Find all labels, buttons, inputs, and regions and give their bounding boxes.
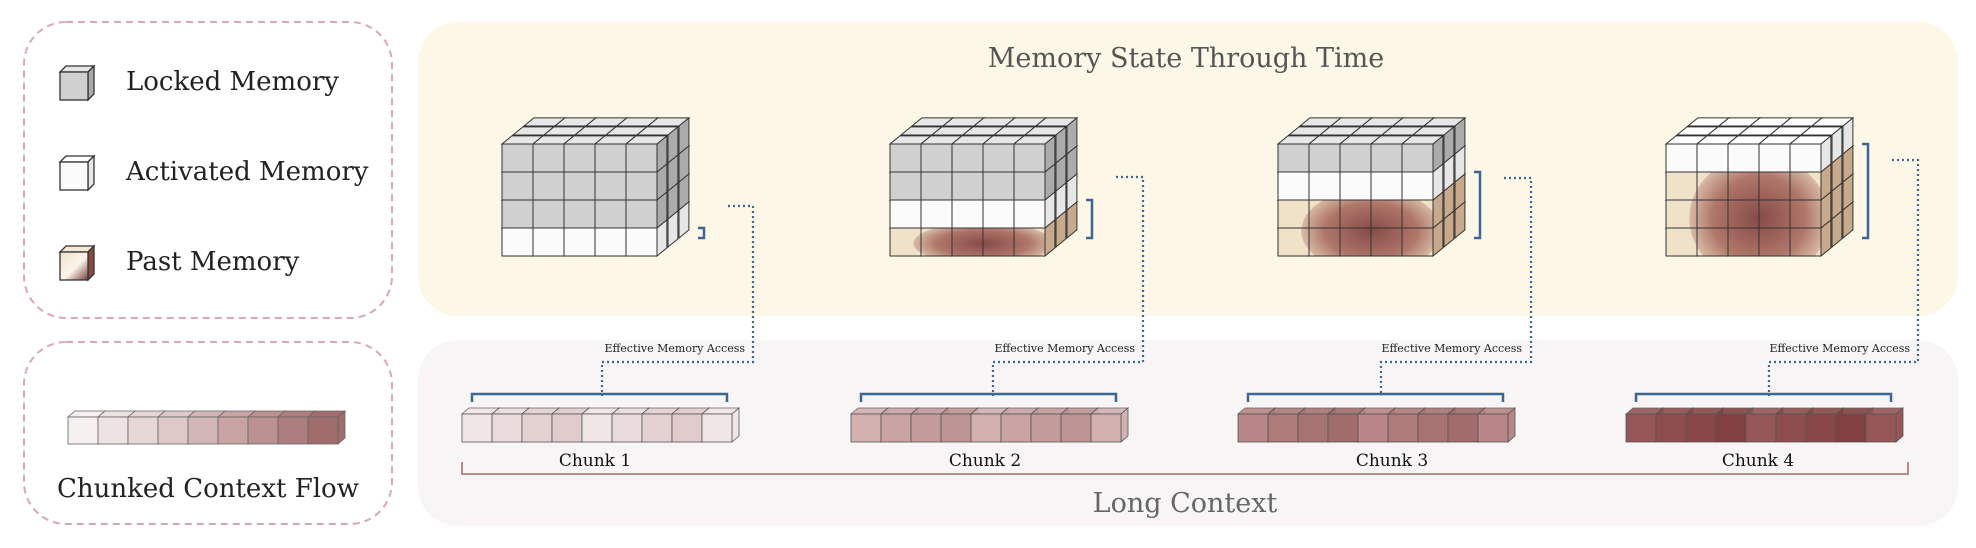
memory-cell: [1788, 134, 1833, 174]
chunk-label-3: Chunk 3: [1356, 451, 1428, 471]
active-span-bracket: [698, 226, 706, 240]
long-context-panel: [418, 340, 1958, 526]
access-label-2: Effective Memory Access: [994, 342, 1135, 355]
context-chunk-2: [849, 392, 1130, 443]
memory-stack-2: [888, 116, 1094, 258]
long-context-title: Long Context: [1093, 488, 1278, 519]
chunk-label-2: Chunk 2: [949, 451, 1021, 471]
memory-stack-1: [500, 116, 706, 258]
memory-cell: [624, 134, 669, 174]
chunk-token: [700, 407, 741, 443]
past-memory-region: [1666, 172, 1821, 256]
memory-stack-3: [1276, 116, 1482, 258]
chunk-label-4: Chunk 4: [1722, 451, 1794, 471]
chunk-bracket: [1634, 392, 1893, 402]
activated-cube-icon: [58, 154, 96, 192]
memory-panel-title: Memory State Through Time: [988, 43, 1385, 74]
context-chunk-1: [460, 392, 741, 443]
memory-stack-4: [1664, 116, 1870, 258]
memory-access-link-2: [991, 175, 1145, 396]
memory-state-panel: [418, 22, 1958, 316]
chunk-token: [1476, 407, 1517, 443]
chunk-label-1: Chunk 1: [559, 451, 631, 471]
past-memory-region: [1278, 200, 1433, 256]
access-label-4: Effective Memory Access: [1769, 342, 1910, 355]
chunk-token: [849, 407, 890, 443]
memory-access-link-1: [600, 204, 755, 396]
active-span-bracket: [1086, 198, 1094, 240]
past-memory-region: [890, 228, 1045, 256]
flow-legend-label: Chunked Context Flow: [57, 474, 359, 504]
chunk-token: [1089, 407, 1130, 443]
legend-label-activated: Activated Memory: [125, 157, 369, 187]
memory-access-link-3: [1379, 176, 1533, 396]
chunked-context-flow-strip: [66, 410, 347, 445]
context-chunk-4: [1624, 392, 1905, 443]
active-span-bracket: [1862, 142, 1870, 240]
flow-token: [306, 410, 347, 445]
access-label-1: Effective Memory Access: [604, 342, 745, 355]
chunk-bracket: [859, 392, 1118, 402]
memory-cell: [1400, 134, 1445, 174]
long-context-brace: [461, 462, 1909, 475]
access-label-3: Effective Memory Access: [1381, 342, 1522, 355]
chunk-token: [1864, 407, 1905, 443]
memory-legend-panel: [23, 21, 393, 319]
context-chunk-3: [1236, 392, 1517, 443]
legend-label-locked: Locked Memory: [126, 67, 339, 97]
chunk-bracket: [1246, 392, 1505, 402]
locked-cube-icon: [58, 64, 96, 102]
chunk-bracket: [470, 392, 729, 402]
active-span-bracket: [1474, 170, 1482, 240]
memory-cell: [1012, 134, 1057, 174]
chunk-token: [1356, 407, 1397, 443]
past-memory-cube-icon: [58, 244, 96, 282]
legend-label-past: Past Memory: [126, 247, 300, 277]
